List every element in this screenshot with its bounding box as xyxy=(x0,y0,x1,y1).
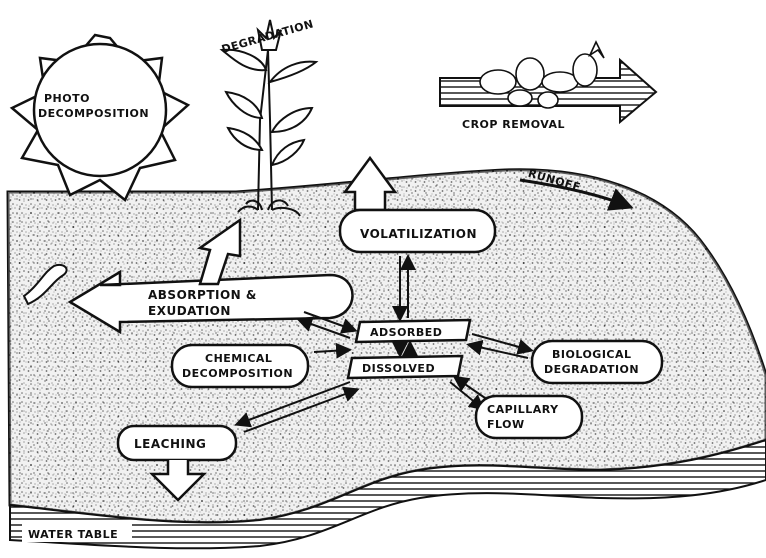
water-table-label: WATER TABLE xyxy=(28,528,118,541)
capillary-flow-label: FLOW xyxy=(487,418,525,431)
leaching-label: LEACHING xyxy=(134,437,206,451)
crop-removal-arrow xyxy=(440,42,656,122)
absorption-label: ABSORPTION & xyxy=(148,288,257,302)
biological-label: BIOLOGICAL xyxy=(552,348,632,361)
exudation-label: EXUDATION xyxy=(148,304,231,318)
biological-degradation-label: DEGRADATION xyxy=(544,363,639,376)
adsorbed-label: ADSORBED xyxy=(370,326,442,339)
chemical-label: CHEMICAL xyxy=(205,352,272,365)
crop-removal-label: CROP REMOVAL xyxy=(462,118,565,131)
photo-decomposition-label: DECOMPOSITION xyxy=(38,107,149,120)
capillary-label: CAPILLARY xyxy=(487,403,559,416)
photo-label: PHOTO xyxy=(44,92,90,105)
volatilization-label: VOLATILIZATION xyxy=(360,227,477,241)
chemical-decomposition-label: DECOMPOSITION xyxy=(182,367,293,380)
dissolved-label: DISSOLVED xyxy=(362,362,435,375)
